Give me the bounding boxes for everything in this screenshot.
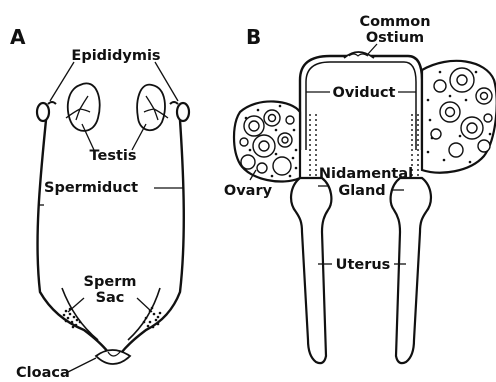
sperm-sac-right-leader	[137, 298, 152, 312]
label-testis: Testis	[90, 148, 137, 164]
label-cloaca: Cloaca	[16, 365, 70, 381]
label-ovary: Ovary	[224, 183, 273, 199]
epididymis-right-duct	[170, 102, 178, 104]
epididymis-left	[37, 103, 49, 121]
label-sperm-sac-line1: Sperm	[84, 274, 137, 290]
oviduct-outer	[300, 56, 422, 150]
testis-left	[68, 83, 100, 131]
label-spermiduct: Spermiduct	[44, 180, 138, 196]
testis-right	[137, 85, 165, 131]
cloaca-leader	[66, 358, 96, 373]
label-nidamental-line2: Gland	[338, 183, 385, 199]
testis-right-leader	[132, 124, 146, 150]
sperm-sac-right-stipple	[143, 307, 162, 329]
panel-a-letter: A	[10, 25, 26, 49]
epididymis-right	[177, 103, 189, 121]
panel-a: A	[10, 25, 189, 381]
sperm-sac-left-inner	[62, 288, 98, 340]
nidamental-uterus-right	[391, 178, 431, 363]
epididymis-left-duct	[48, 102, 56, 104]
panel-b: B	[224, 14, 496, 363]
label-epididymis: Epididymis	[71, 48, 160, 64]
label-sperm-sac-line2: Sac	[96, 290, 125, 306]
label-common-ostium-line1: Common	[359, 14, 430, 30]
label-nidamental-line1: Nidamental	[319, 166, 413, 182]
oviduct-inner	[306, 62, 416, 150]
label-oviduct: Oviduct	[333, 85, 396, 101]
label-uterus: Uterus	[336, 257, 391, 273]
panel-b-letter: B	[246, 25, 261, 49]
cloaca-shape	[96, 350, 130, 364]
label-common-ostium-line2: Ostium	[366, 30, 424, 46]
nidamental-uterus-left	[291, 178, 331, 363]
